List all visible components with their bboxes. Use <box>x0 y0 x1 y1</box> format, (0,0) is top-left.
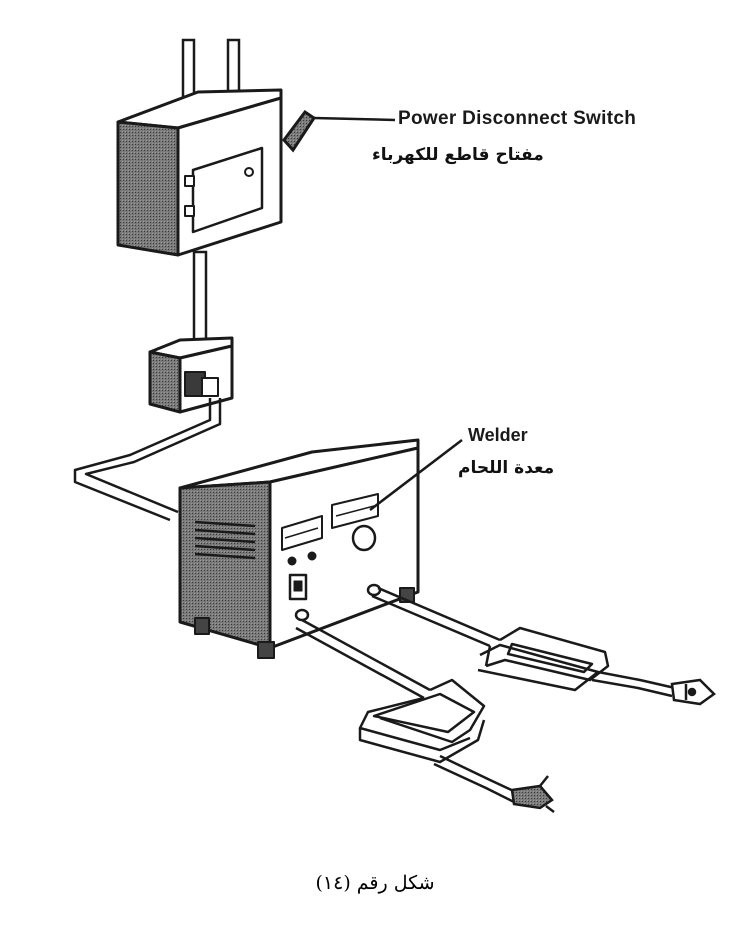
vertical-conduit <box>192 250 208 354</box>
power-cord <box>73 398 222 522</box>
welder-label: Welder <box>468 425 528 445</box>
figure-caption: شكل رقم (١٤) <box>315 872 435 894</box>
welding-cable-right <box>371 586 676 698</box>
power-disconnect-switch-label-arabic: مفتاح قاطع للكهرباء <box>372 145 544 165</box>
switch-handle <box>282 109 396 153</box>
power-disconnect-switch-label: Power Disconnect Switch <box>398 108 637 129</box>
receptacle-box <box>148 336 234 414</box>
welder-label-arabic: معدة اللحام <box>458 458 555 478</box>
electrode-holder-right <box>670 678 716 706</box>
welding-cable-left <box>295 618 521 804</box>
power-disconnect-switch-box <box>116 88 283 257</box>
ground-clamp-left <box>510 775 555 813</box>
welder-machine <box>178 438 463 659</box>
